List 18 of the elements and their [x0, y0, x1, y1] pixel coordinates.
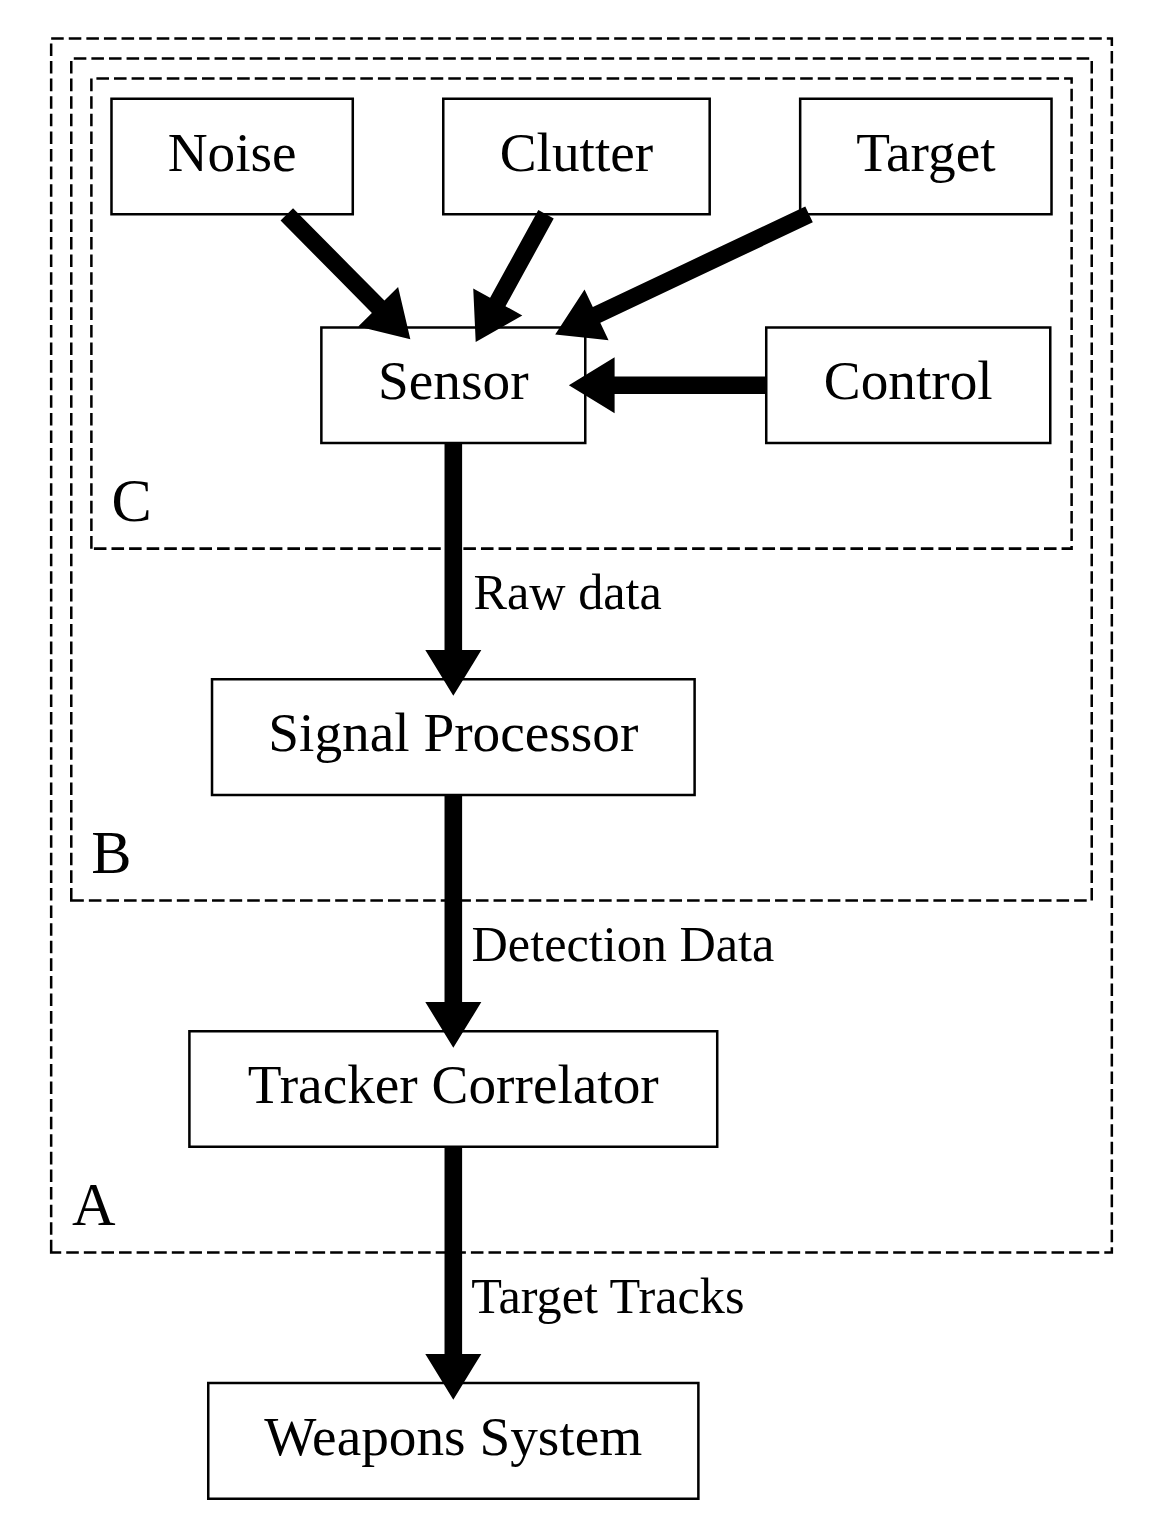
arrow — [424, 443, 481, 696]
node-box: Target — [798, 97, 1053, 216]
edge-label: Target Tracks — [470, 1267, 745, 1324]
arrow — [424, 1147, 481, 1400]
arrow — [280, 208, 410, 340]
arrow — [568, 357, 766, 414]
edge-label: Detection Data — [471, 915, 774, 972]
edge-label: Raw data — [472, 563, 662, 620]
node-box: Tracker Correlator — [187, 1029, 718, 1149]
node-box: Signal Processor — [210, 678, 696, 797]
node-box: Clutter — [441, 97, 711, 216]
arrow — [554, 206, 813, 341]
arrow — [424, 795, 481, 1048]
node-box: Control — [764, 326, 1051, 445]
node-box: Sensor — [319, 326, 587, 445]
arrow — [472, 210, 554, 343]
node-box: Noise — [109, 97, 354, 216]
node-box: Weapons System — [206, 1381, 700, 1500]
